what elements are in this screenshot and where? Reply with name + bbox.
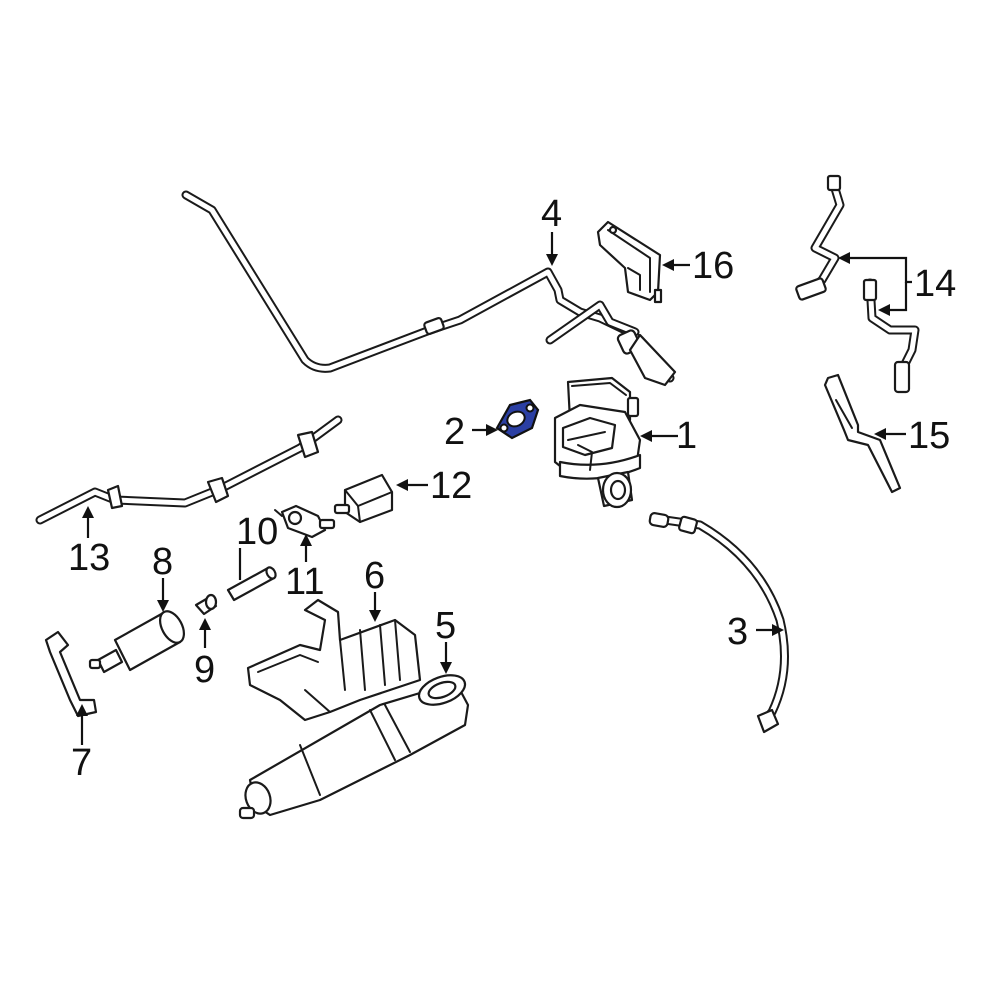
- callout-14: 14: [914, 263, 956, 305]
- callout-5: 5: [435, 605, 456, 647]
- part-10-connector: [274, 504, 336, 539]
- callout-10: 10: [236, 511, 278, 553]
- callout-3: 3: [727, 611, 748, 653]
- callout-16: 16: [692, 245, 734, 287]
- part-6-shield: [246, 598, 422, 722]
- callout-8: 8: [152, 541, 173, 583]
- part-1-purge-valve: [553, 376, 642, 509]
- part-14-sensor-harness: [795, 174, 920, 394]
- part-5-canister: [238, 674, 470, 820]
- part-13-vapor-tube: [35, 415, 343, 525]
- callout-1: 1: [676, 415, 697, 457]
- leader-lines: [76, 232, 912, 745]
- callout-11: 11: [285, 561, 324, 603]
- part-12-filter: [333, 473, 394, 524]
- part-3-hose: [648, 512, 789, 734]
- part-small-hose: [226, 566, 277, 602]
- callout-13: 13: [68, 537, 110, 579]
- part-2-gasket: [495, 398, 540, 440]
- callout-9: 9: [194, 649, 215, 691]
- part-4-vapor-tube: [181, 190, 677, 387]
- part-16-bracket: [596, 220, 663, 304]
- callout-7: 7: [71, 742, 92, 784]
- callout-4: 4: [541, 193, 562, 235]
- part-8-filter: [88, 610, 186, 674]
- part-9-plug: [194, 593, 218, 616]
- callout-labels: 1 2 3 4 5 6 7 8 9 10 11 12 13 14 15 16: [68, 193, 956, 784]
- part-15-sensor: [823, 373, 902, 494]
- callout-6: 6: [364, 555, 385, 597]
- part-7-bracket: [44, 630, 98, 718]
- callout-2: 2: [444, 411, 465, 453]
- callout-15: 15: [908, 415, 950, 457]
- callout-12: 12: [430, 465, 472, 507]
